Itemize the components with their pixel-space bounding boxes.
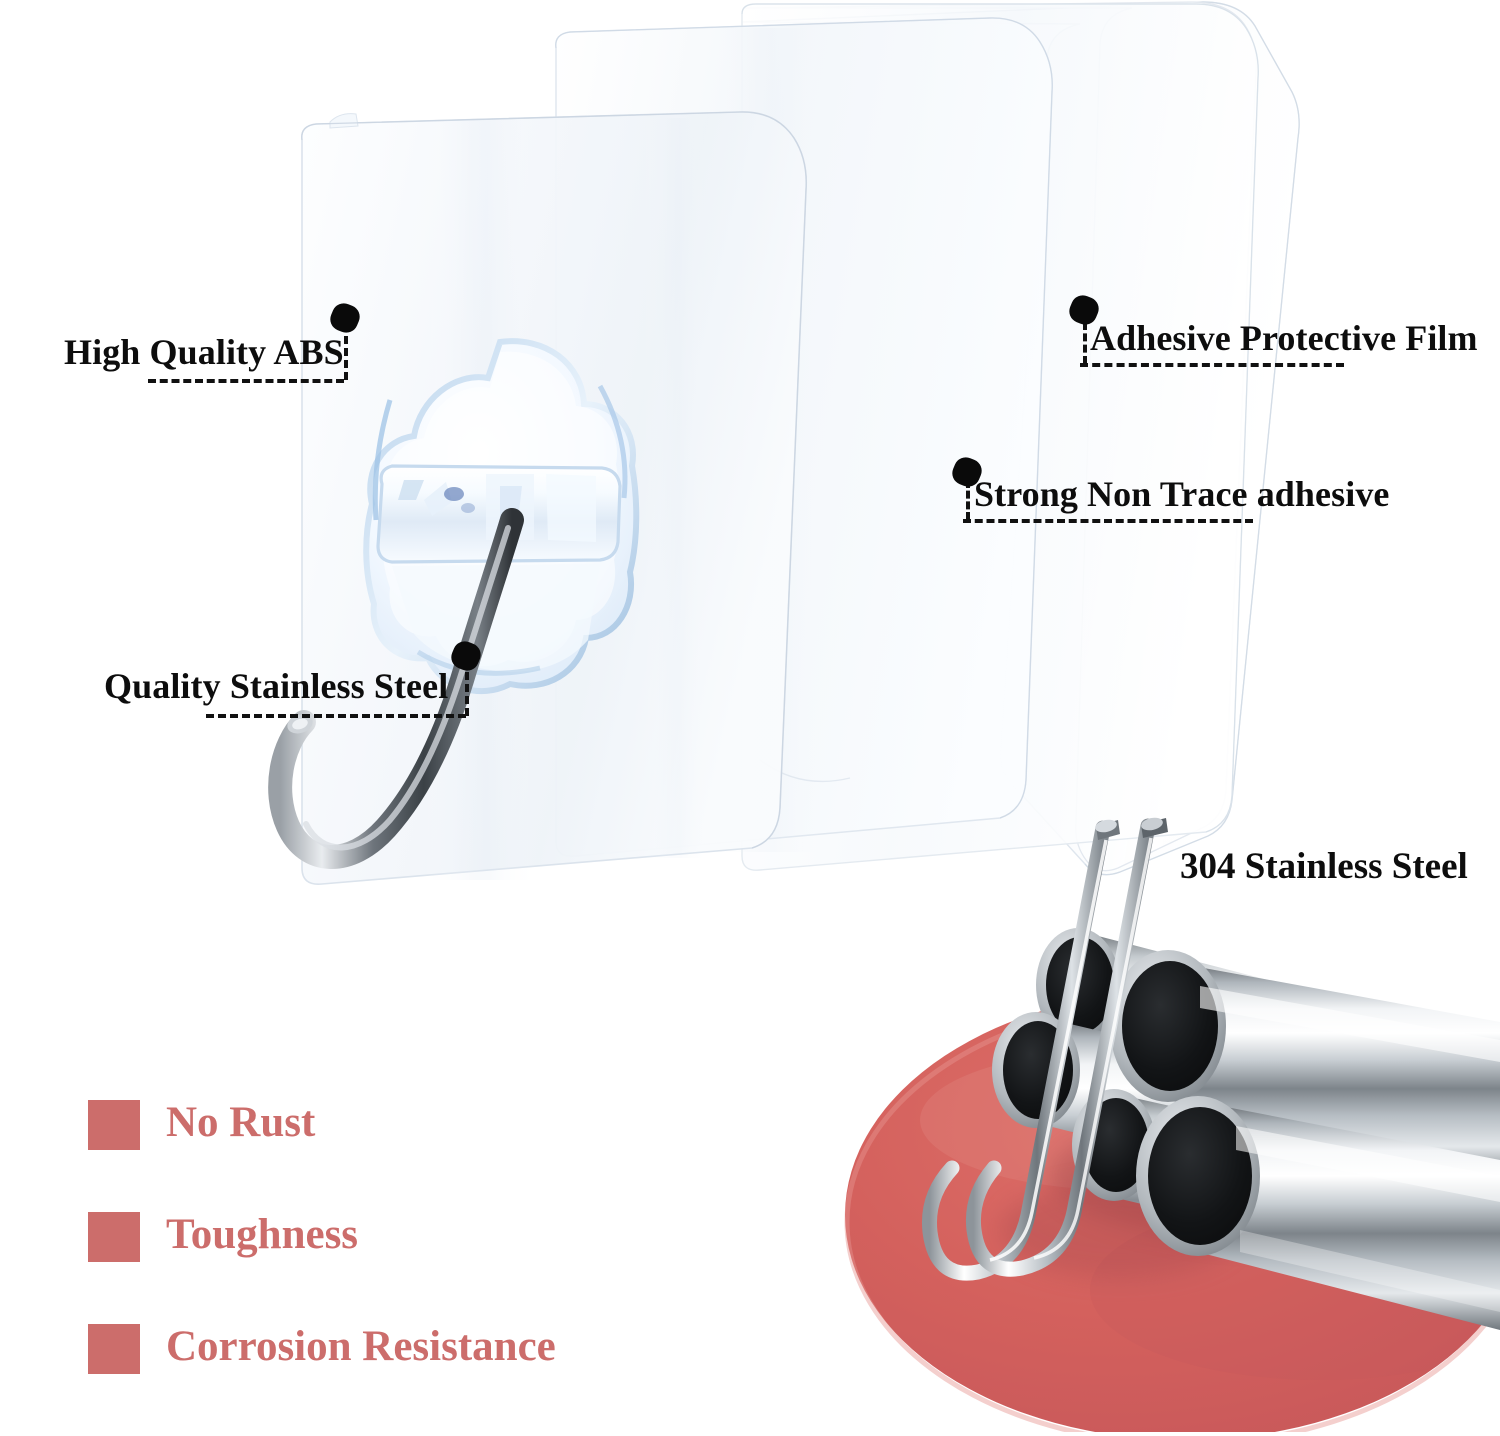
stainless-steel-hook (268, 508, 524, 869)
feature-swatch-toughness (88, 1212, 140, 1262)
callout-dash-strong-non-trace-adhesive (963, 519, 1253, 523)
label-304-stainless-steel: 304 Stainless Steel (1180, 846, 1468, 887)
callout-dash-high-quality-abs (148, 379, 344, 383)
callout-label-quality-stainless-steel: Quality Stainless Steel (104, 666, 449, 706)
callout-dash-adhesive-protective-film (1080, 363, 1344, 367)
chrome-wire-hook (921, 817, 1168, 1281)
steel-scene (844, 817, 1500, 1432)
feature-swatch-corrosion-resistance (88, 1324, 140, 1374)
callout-label-high-quality-abs: High Quality ABS (64, 332, 344, 372)
callout-stem-strong-non-trace-adhesive (966, 480, 970, 520)
feature-label-toughness: Toughness (166, 1211, 359, 1258)
callout-stem-high-quality-abs (344, 336, 348, 380)
feature-label-corrosion-resistance: Corrosion Resistance (166, 1323, 556, 1370)
feature-label-no-rust: No Rust (166, 1099, 316, 1146)
callout-stem-quality-stainless-steel (465, 672, 469, 716)
callout-dash-quality-stainless-steel (206, 714, 466, 718)
callout-label-strong-non-trace-adhesive: Strong Non Trace adhesive (974, 474, 1390, 514)
steel-tube-5 (1136, 1096, 1500, 1330)
feature-swatch-no-rust (88, 1100, 140, 1150)
steel-tube-3 (1110, 950, 1500, 1182)
callout-stem-adhesive-protective-film (1083, 322, 1087, 364)
callout-label-adhesive-protective-film: Adhesive Protective Film (1090, 318, 1478, 358)
